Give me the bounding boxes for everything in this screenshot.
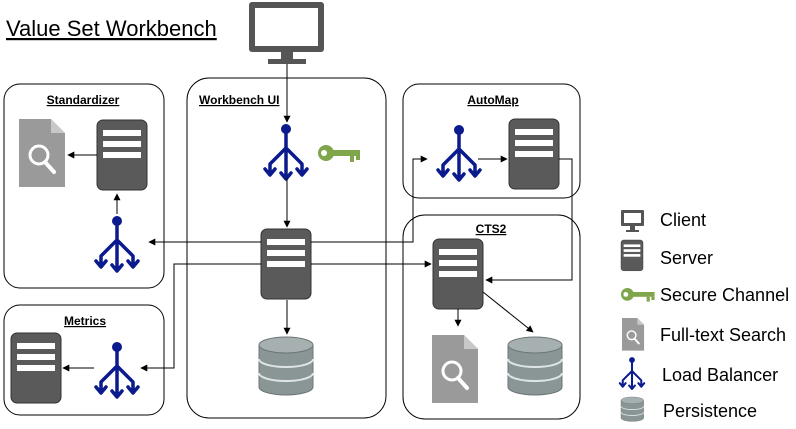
legend: Client Server Secure Channel Full-text S… [618,210,789,422]
standardizer-search-doc-icon [17,117,67,189]
edge-workbench-to-automap-lb [311,155,428,243]
cts2-server-icon [432,238,484,310]
legend-client-icon [621,210,644,232]
legend-load-balancer-label: Load Balancer [662,365,778,385]
legend-server-label: Server [660,248,713,268]
workbench-database-icon [258,336,314,396]
metrics-label: Metrics [64,314,106,328]
edge-workbench-to-metrics-lb [140,263,261,372]
diagram-title: Value Set Workbench [6,16,217,41]
standardizer-label: Standardizer [47,93,120,107]
connections [62,64,573,372]
workbench-ui-label: Workbench UI [199,93,279,107]
legend-database-icon [620,396,645,422]
automap-server-icon [508,118,560,190]
legend-client-label: Client [660,210,706,230]
legend-full-text-search-label: Full-text Search [660,325,786,345]
legend-search-doc-icon [621,317,646,352]
standardizer-server-icon [96,119,148,191]
automap-label: AutoMap [467,93,518,107]
legend-persistence-label: Persistence [663,401,757,421]
client-monitor-icon [249,2,324,64]
metrics-server-icon [10,332,62,404]
legend-load-balancer-icon [618,356,646,391]
edge-cts2-server-to-db [482,291,534,333]
cts2-database-icon [507,336,563,396]
cts2-label: CTS2 [476,222,507,236]
legend-secure-channel-label: Secure Channel [660,285,789,305]
cts2-search-doc-icon [430,333,480,405]
legend-server-icon [620,239,644,272]
workbench-server-icon [260,228,312,300]
edge-automap-server-to-cts2-server [485,158,573,284]
legend-key-icon [621,288,655,302]
